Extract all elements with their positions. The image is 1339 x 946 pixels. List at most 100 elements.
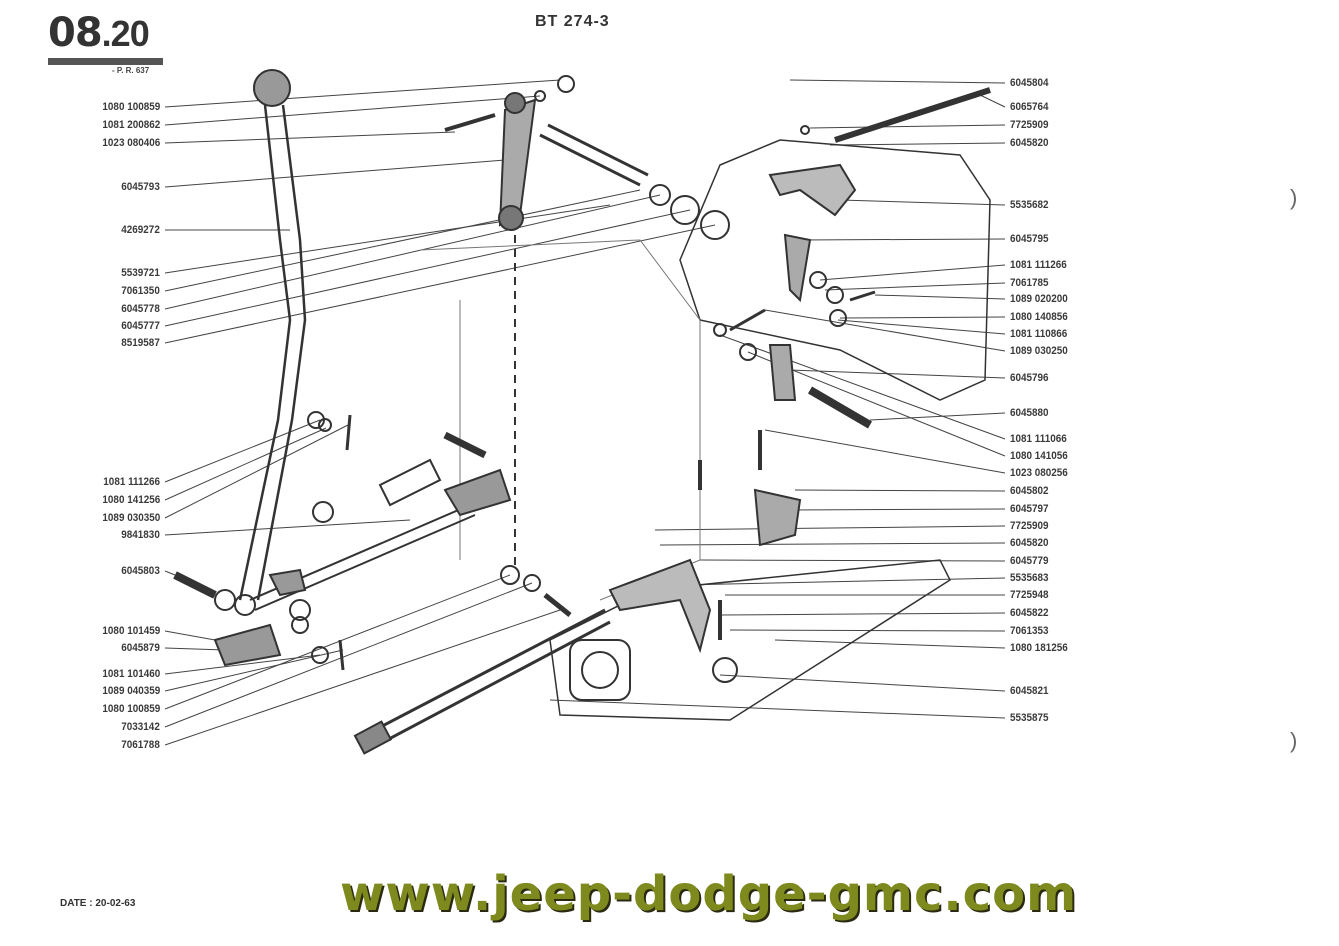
part-number-label: 1081 110866 <box>1010 328 1068 340</box>
leader-line <box>659 542 1006 546</box>
part-number-label: 7061788 <box>121 739 160 751</box>
leader-line <box>164 159 506 188</box>
leader-line <box>824 282 1006 291</box>
part-number-label: 1080 101459 <box>102 625 160 637</box>
leader-line <box>869 412 1006 421</box>
part-number-label: 5535683 <box>1010 572 1049 584</box>
leader-line <box>874 294 1006 300</box>
leader-line <box>164 609 561 746</box>
part-number-label: 6045803 <box>121 565 160 577</box>
part-number-label: 1080 141056 <box>1010 450 1068 462</box>
part-number-label: 7033142 <box>121 721 160 733</box>
leader-line <box>719 674 1006 692</box>
leader-line <box>789 79 1006 84</box>
part-number-label: 1081 111066 <box>1010 433 1067 445</box>
leader-line <box>719 612 1006 616</box>
leader-line <box>164 427 327 501</box>
leader-line <box>764 429 1006 474</box>
leader-line <box>809 124 1006 129</box>
leader-line <box>679 577 1006 586</box>
leader-line <box>164 209 691 327</box>
margin-mark: ) <box>1290 185 1298 210</box>
part-number-label: 8519587 <box>121 337 160 349</box>
part-number-label: 7725948 <box>1010 589 1049 601</box>
leader-line <box>819 264 1006 281</box>
leader-line <box>979 94 1006 108</box>
part-number-label: 6045796 <box>1010 372 1049 384</box>
parts-illustration <box>173 69 991 755</box>
leader-line <box>164 79 561 108</box>
margin-mark: ) <box>1290 728 1298 753</box>
part-number-label: 6045820 <box>1010 137 1049 149</box>
part-number-label: 6045879 <box>121 642 160 654</box>
leader-line <box>829 142 1006 146</box>
leader-line <box>164 224 716 344</box>
leader-line <box>164 95 541 126</box>
part-number-label: 1023 080406 <box>102 137 160 149</box>
relay-lever <box>498 98 537 227</box>
part-number-label: 7725909 <box>1010 119 1049 131</box>
part-number-label: 7061353 <box>1010 625 1049 637</box>
relay-shaft <box>539 123 649 187</box>
gearbox-housing <box>679 139 991 401</box>
part-number-label: 1081 200862 <box>102 119 160 131</box>
part-number-label: 9841830 <box>121 529 160 541</box>
part-number-label: 5535682 <box>1010 199 1049 211</box>
leader-line <box>839 316 1006 319</box>
leader-line <box>164 131 456 144</box>
part-number-label: 1081 101460 <box>102 668 160 680</box>
leader-line <box>164 574 511 710</box>
part-number-label: 5539721 <box>121 267 160 279</box>
selector-fork-lower <box>608 558 712 654</box>
part-number-label: 1023 080256 <box>1010 467 1068 479</box>
lever-knob <box>253 69 291 107</box>
part-number-label: 6045777 <box>121 320 160 332</box>
part-number-label: 6045822 <box>1010 607 1049 619</box>
leader-line <box>799 238 1006 241</box>
section-number: 08.20 <box>48 10 150 56</box>
part-number-label: 4269272 <box>121 224 160 236</box>
part-number-label: 1080 100859 <box>102 703 160 715</box>
leader-line <box>729 629 1006 632</box>
leader-line <box>774 639 1006 649</box>
leader-line <box>164 519 411 536</box>
leader-line <box>794 489 1006 492</box>
part-number-label: 7061785 <box>1010 277 1049 289</box>
part-number-label: 6045820 <box>1010 537 1049 549</box>
leader-line <box>164 649 344 692</box>
part-number-label: 6045795 <box>1010 233 1049 245</box>
leader-line <box>164 189 641 292</box>
leader-line <box>789 508 1006 511</box>
part-number-label: 1089 030350 <box>102 512 160 524</box>
drawing-number: BT 274-3 <box>535 13 610 30</box>
selector-fork-upper <box>768 163 857 217</box>
part-number-label: 6065764 <box>1010 101 1049 113</box>
leader-line <box>164 424 349 519</box>
leader-line <box>164 654 321 675</box>
watermark: www.jeep-dodge-gmc.com <box>340 866 1078 922</box>
part-number-label: 1081 111266 <box>1010 259 1067 271</box>
leader-line <box>164 647 226 651</box>
part-number-label: 1080 140856 <box>1010 311 1068 323</box>
leader-line <box>654 525 1006 531</box>
part-number-label: 1080 100859 <box>102 101 160 113</box>
leader-line <box>789 369 1006 379</box>
gear-lever <box>238 104 307 601</box>
part-number-label: 6045778 <box>121 303 160 315</box>
part-number-label: 6045793 <box>121 181 160 193</box>
long-rod <box>364 608 611 750</box>
leader-line <box>837 319 1006 335</box>
section-minor: .20 <box>101 13 150 54</box>
leader-line <box>764 309 1006 352</box>
section-major: 08 <box>48 10 103 56</box>
leader-line <box>164 204 611 274</box>
drawing-date: DATE : 20-02-63 <box>60 898 136 909</box>
part-number-label: 6045779 <box>1010 555 1049 567</box>
leader-line <box>164 570 176 576</box>
leader-line <box>699 559 1006 562</box>
part-number-label: 1080 141256 <box>102 494 160 506</box>
part-number-label: 7061350 <box>121 285 160 297</box>
leader-line <box>719 334 1006 440</box>
part-number-label: 6045802 <box>1010 485 1049 497</box>
